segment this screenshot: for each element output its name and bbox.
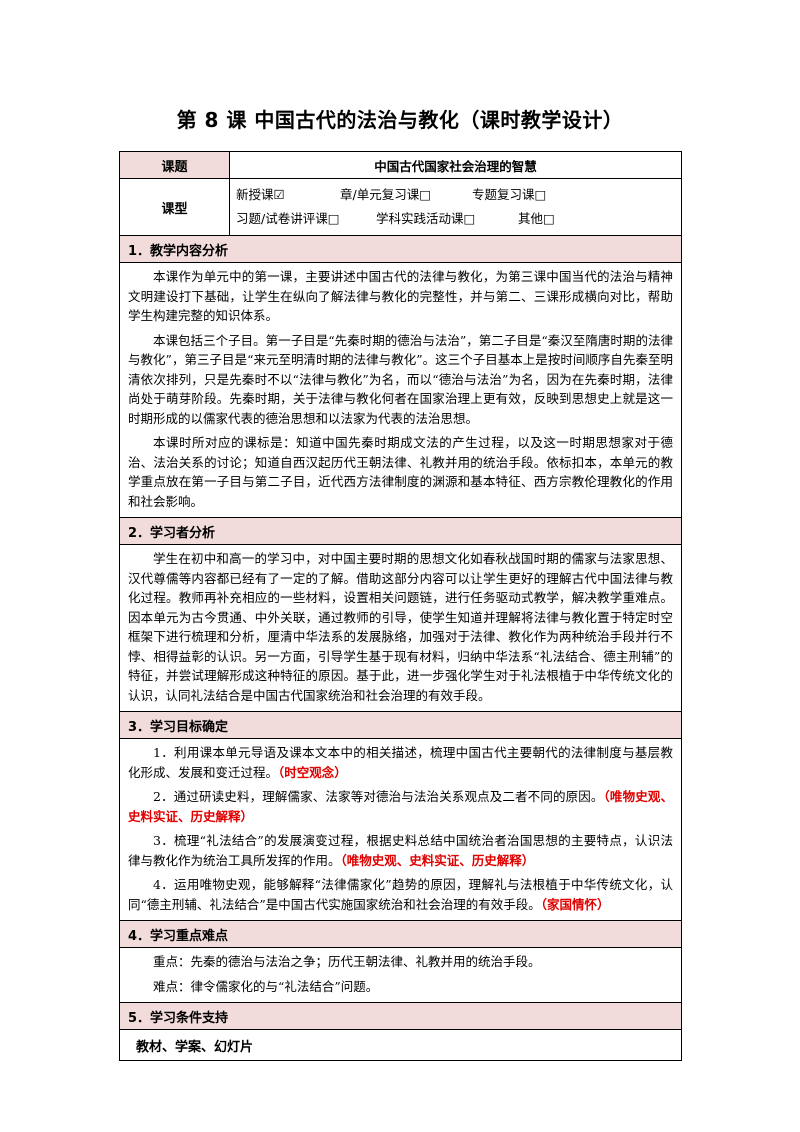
paragraph: 学生在初中和高一的学习中，对中国主要时期的思想文化如春秋战国时期的儒家与法家思想…: [128, 551, 673, 703]
goal-item: 1．利用课本单元导语及课本文本中的相关描述，梳理中国古代主要朝代的法律制度与基层…: [128, 743, 673, 782]
competency-tag: （时空观念）: [278, 764, 347, 780]
materials-list: 教材、学案、幻灯片: [119, 1029, 682, 1061]
goal-item: 2．通过研读史料，理解儒家、法家等对德治与法治关系观点及二者不同的原因。（唯物史…: [128, 787, 673, 826]
section-body-learning-goals: 1．利用课本单元导语及课本文本中的相关描述，梳理中国古代主要朝代的法律制度与基层…: [119, 738, 682, 921]
competency-tag: （唯物史观、史料实证、历史解释）: [340, 852, 535, 868]
topic-value: 中国古代国家社会治理的智慧: [229, 151, 682, 179]
section-body-key-points: 重点：先秦的德治与法治之争；历代王朝法律、礼教并用的统治手段。 难点：律令儒家化…: [119, 947, 682, 1003]
goal-item: 3．梳理“礼法结合”的发展演变过程，根据史料总结中国统治者治国思想的主要特点，认…: [128, 831, 673, 870]
difficult-point: 难点：律令儒家化的与“礼法结合”问题。: [153, 978, 379, 994]
section-body-content-analysis: 本课作为单元中的第一课，主要讲述中国古代的法律与教化，为第三课中国当代的法治与精…: [119, 262, 682, 518]
section-body-learner-analysis: 学生在初中和高一的学习中，对中国主要时期的思想文化如春秋战国时期的儒家与法家思想…: [119, 544, 682, 712]
type-option-practice[interactable]: 学科实践活动课□: [376, 211, 476, 226]
goal-text: 1．利用课本单元导语及课本文本中的相关描述，梳理中国古代主要朝代的法律制度与基层…: [128, 745, 673, 780]
type-option-unit-review[interactable]: 章/单元复习课□: [340, 187, 432, 202]
section-heading-key-points: 4．学习重点难点: [119, 920, 682, 948]
key-point: 重点：先秦的德治与法治之争；历代王朝法律、礼教并用的统治手段。: [153, 954, 541, 969]
paragraph: 本课作为单元中的第一课，主要讲述中国古代的法律与教化，为第三课中国当代的法治与精…: [128, 269, 673, 323]
section-heading-content-analysis: 1．教学内容分析: [119, 235, 682, 263]
type-line-2: 习题/试卷讲评课□ 学科实践活动课□ 其他□: [236, 207, 675, 231]
topic-row: 课题 中国古代国家社会治理的智慧: [119, 151, 682, 179]
page-title: 第 8 课 中国古代的法治与教化（课时教学设计）: [176, 108, 624, 132]
competency-tag: （唯物史观、史料实证、历史解释）: [128, 789, 673, 824]
type-row: 课型 新授课☑ 章/单元复习课□ 专题复习课□ 习题/试卷讲评课□ 学科实践活动课□ 其…: [119, 178, 682, 236]
section-heading-learning-goals: 3．学习目标确定: [119, 711, 682, 739]
type-options: 新授课☑ 章/单元复习课□ 专题复习课□ 习题/试卷讲评课□ 学科实践活动课□ 其他□: [229, 178, 682, 236]
type-option-other[interactable]: 其他□: [518, 211, 555, 226]
lesson-design-table: 课题 中国古代国家社会治理的智慧 课型 新授课☑ 章/单元复习课□ 专题复习课□ 习…: [119, 151, 682, 1061]
type-option-new[interactable]: 新授课☑: [236, 187, 285, 202]
paragraph: 本课时所对应的课标是：知道中国先秦时期成文法的产生过程，以及这一时期思想家对于德…: [128, 435, 673, 509]
section-heading-learner-analysis: 2．学习者分析: [119, 517, 682, 545]
goal-text: 2．通过研读史料，理解儒家、法家等对德治与法治关系观点及二者不同的原因。: [153, 789, 604, 804]
goal-text: 3．梳理“礼法结合”的发展演变过程，根据史料总结中国统治者治国思想的主要特点，认…: [128, 833, 673, 868]
type-line-1: 新授课☑ 章/单元复习课□ 专题复习课□: [236, 183, 675, 207]
type-option-exercise[interactable]: 习题/试卷讲评课□: [236, 211, 340, 226]
type-label: 课型: [119, 178, 230, 236]
competency-tag: （家国情怀）: [540, 896, 610, 912]
section-heading-learning-conditions: 5．学习条件支持: [119, 1002, 682, 1030]
type-option-topic-review[interactable]: 专题复习课□: [472, 187, 547, 202]
topic-label: 课题: [119, 151, 230, 179]
paragraph: 本课包括三个子目。第一子目是“先秦时期的德治与法治”，第二子目是“秦汉至隋唐时期…: [128, 332, 673, 426]
goal-text: 4．运用唯物史观，能够解释“法律儒家化”趋势的原因，理解礼与法根植于中华传统文化…: [128, 877, 673, 912]
goal-item: 4．运用唯物史观，能够解释“法律儒家化”趋势的原因，理解礼与法根植于中华传统文化…: [128, 875, 673, 914]
